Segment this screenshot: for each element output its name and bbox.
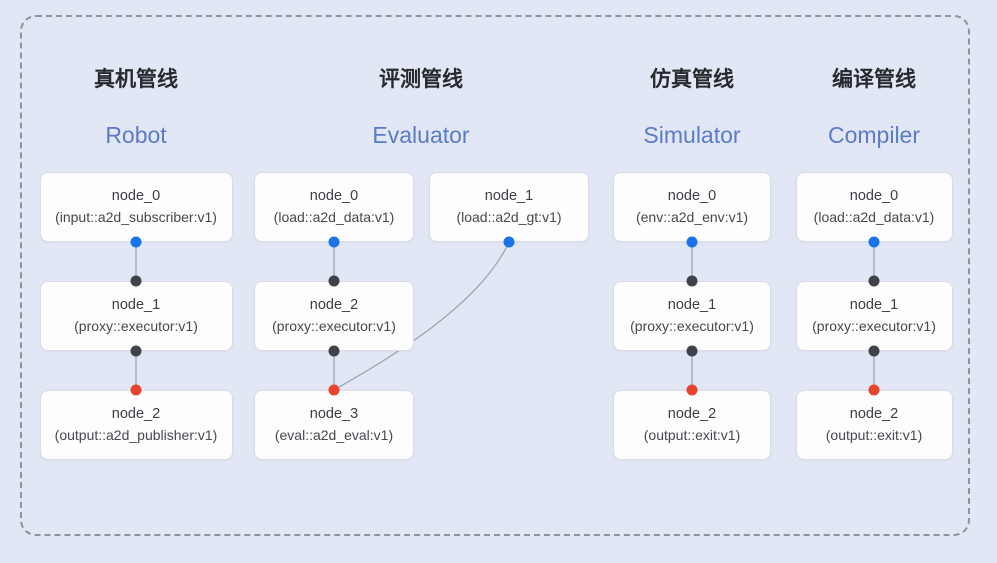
port-dot-black [328,345,340,357]
node-detail: (eval::a2d_eval:v1) [274,426,394,443]
node-detail: (output::exit:v1) [825,426,923,443]
node-name: node_1 [111,297,161,314]
node-box: node_1(proxy::executor:v1) [795,281,953,351]
node-box: node_2(output::a2d_publisher:v1) [39,390,233,460]
pipeline-title-zh: 编译管线 [832,68,916,91]
node-name: node_2 [309,297,359,314]
pipeline-title-en: Robot [105,122,167,148]
node-box: node_1(proxy::executor:v1) [39,281,233,351]
port-dot-black [868,345,880,357]
node-detail: (load::a2d_gt:v1) [456,208,562,225]
port-dot-blue [686,236,698,248]
node-detail: (output::exit:v1) [643,426,741,443]
port-dot-blue [328,236,340,248]
node-name: node_1 [484,188,534,205]
node-box: node_2(output::exit:v1) [613,390,771,460]
node-detail: (output::a2d_publisher:v1) [54,426,218,443]
port-dot-red [686,384,698,396]
node-name: node_2 [849,406,899,423]
port-dot-blue [503,236,515,248]
node-detail: (proxy::executor:v1) [630,317,754,334]
port-dot-black [328,275,340,287]
node-detail: (input::a2d_subscriber:v1) [55,208,217,225]
node-name: node_0 [849,188,899,205]
pipeline-title-zh: 真机管线 [94,68,178,91]
port-dot-red [868,384,880,396]
node-detail: (env::a2d_env:v1) [635,208,749,225]
node-name: node_1 [849,297,899,314]
pipeline-title-en: Simulator [643,122,741,148]
port-dot-red [130,384,142,396]
port-dot-blue [130,236,142,248]
node-name: node_0 [667,188,717,205]
port-dot-black [130,345,142,357]
node-box: node_1(proxy::executor:v1) [613,281,771,351]
node-name: node_2 [667,406,717,423]
port-dot-black [686,345,698,357]
node-name: node_0 [111,188,161,205]
pipeline-title-en: Evaluator [372,122,470,148]
port-dot-black [686,275,698,287]
pipeline-title-zh: 仿真管线 [650,68,734,91]
node-name: node_2 [111,406,161,423]
port-dot-red [328,384,340,396]
pipeline-title-en: Compiler [827,122,921,148]
node-detail: (proxy::executor:v1) [272,317,396,334]
pipeline-title-zh: 评测管线 [379,68,463,91]
node-box: node_0(load::a2d_data:v1) [795,172,953,242]
node-box: node_3(eval::a2d_eval:v1) [254,390,414,460]
node-box: node_2(proxy::executor:v1) [254,281,414,351]
node-name: node_3 [309,406,359,423]
node-box: node_1(load::a2d_gt:v1) [429,172,589,242]
port-dot-blue [868,236,880,248]
node-detail: (load::a2d_data:v1) [273,208,395,225]
node-box: node_0(load::a2d_data:v1) [254,172,414,242]
node-box: node_2(output::exit:v1) [795,390,953,460]
port-dot-black [868,275,880,287]
dashed-frame [20,15,970,536]
connector-curve [333,241,510,391]
node-box: node_0(env::a2d_env:v1) [613,172,771,242]
port-dot-black [130,275,142,287]
node-box: node_0(input::a2d_subscriber:v1) [39,172,233,242]
node-detail: (load::a2d_data:v1) [813,208,935,225]
node-name: node_1 [667,297,717,314]
node-detail: (proxy::executor:v1) [74,317,198,334]
node-name: node_0 [309,188,359,205]
node-detail: (proxy::executor:v1) [812,317,936,334]
